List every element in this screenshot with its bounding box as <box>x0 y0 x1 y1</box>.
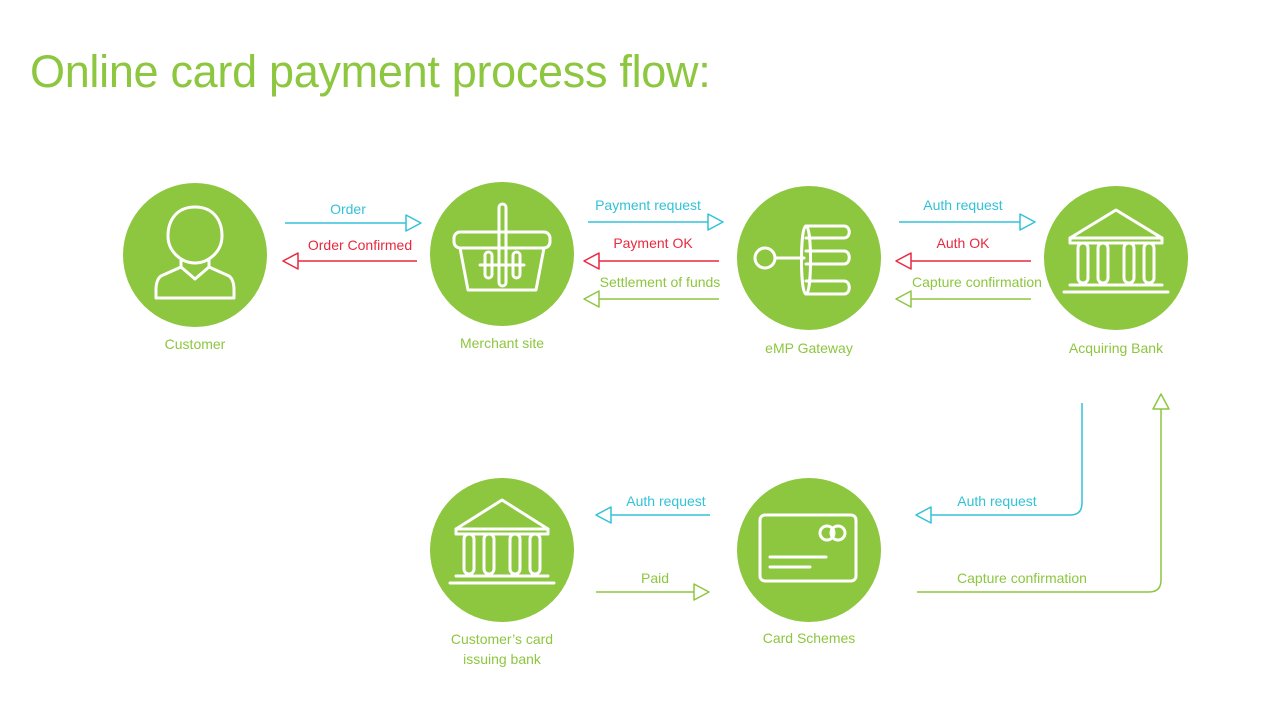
node-label-issuing-line1: Customer’s card <box>451 631 553 647</box>
arrow-auth-request-issuer <box>595 506 710 524</box>
node-label-gateway: eMP Gateway <box>765 340 853 356</box>
arrow-settlement <box>583 290 719 308</box>
bank-icon <box>448 498 556 585</box>
flow-label-settlement: Settlement of funds <box>600 274 721 290</box>
page-title: Online card payment process flow: <box>30 46 711 97</box>
node-schemes: Card Schemes <box>737 478 881 646</box>
flow-label-capture-confirmation-top: Capture confirmation <box>912 274 1042 290</box>
flow-label-order-confirmed: Order Confirmed <box>308 237 412 253</box>
arrow-paid <box>596 583 710 601</box>
arrow-auth-request-acq <box>899 213 1036 231</box>
credit-card-icon <box>758 513 858 583</box>
arrow-payment-request <box>588 213 724 231</box>
arrow-auth-request-schemes <box>915 403 1083 524</box>
node-label-issuing-line2: issuing bank <box>463 651 542 667</box>
flow-label-capture-confirmation-bottom: Capture confirmation <box>957 570 1087 586</box>
flow-label-auth-request-schemes: Auth request <box>957 493 1036 509</box>
flow-label-payment-request: Payment request <box>595 197 701 213</box>
node-label-merchant: Merchant site <box>460 335 544 351</box>
node-label-schemes: Card Schemes <box>763 630 856 646</box>
flow-label-order: Order <box>330 201 366 217</box>
node-gateway: eMP Gateway <box>737 186 881 356</box>
flow-label-payment-ok: Payment OK <box>613 235 693 251</box>
flow-label-auth-request-acq: Auth request <box>923 197 1002 213</box>
arrow-capture-confirmation-bottom <box>917 393 1170 593</box>
shopping-basket-icon <box>452 202 552 292</box>
arrow-auth-ok <box>895 252 1031 270</box>
gateway-icon <box>753 224 851 296</box>
arrow-order <box>285 214 422 232</box>
node-merchant: Merchant site <box>430 182 574 351</box>
node-issuing: Customer’s card issuing bank <box>430 478 574 667</box>
node-label-acquiring: Acquiring Bank <box>1069 340 1164 356</box>
flow-label-auth-request-issuer: Auth request <box>626 493 705 509</box>
node-label-customer: Customer <box>165 336 226 352</box>
node-customer: Customer <box>123 183 267 352</box>
bank-icon <box>1062 208 1170 294</box>
node-acquiring: Acquiring Bank <box>1044 186 1188 356</box>
flow-label-auth-ok: Auth OK <box>937 235 991 251</box>
arrow-payment-ok <box>583 252 719 270</box>
arrow-order-confirmed <box>282 252 417 270</box>
arrow-capture-confirmation-top <box>895 290 1031 308</box>
person-icon <box>154 205 236 300</box>
flow-label-paid: Paid <box>641 570 669 586</box>
